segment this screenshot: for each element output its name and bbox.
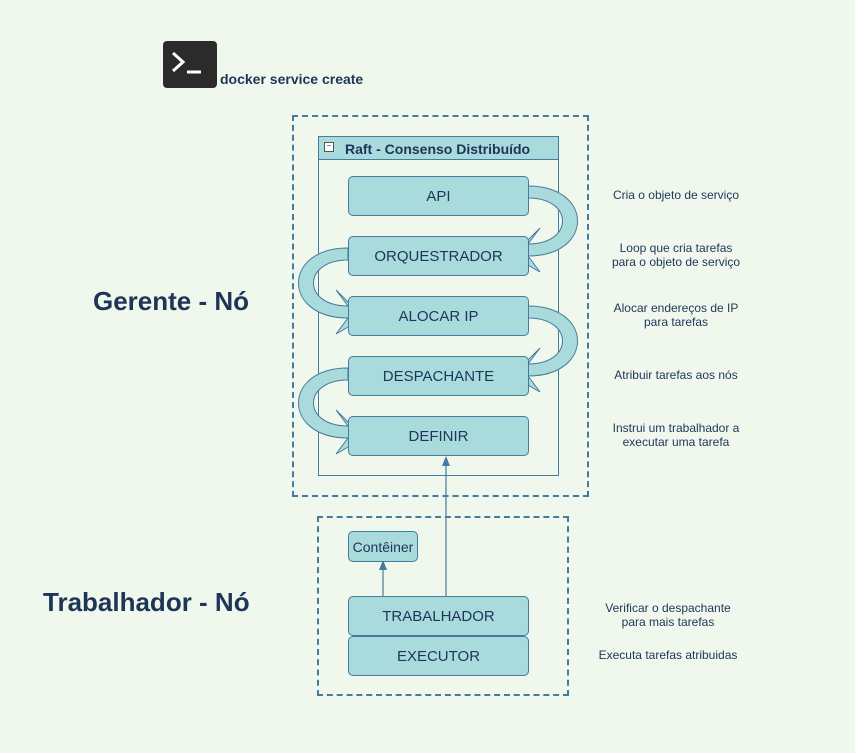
step-trabalhador: TRABALHADOR [348,596,529,636]
note-api: Cria o objeto de serviço [612,188,740,202]
command-label: docker service create [220,71,364,87]
step-executor: EXECUTOR [348,636,529,676]
step-despachante: DESPACHANTE [348,356,529,396]
raft-panel: − Raft - Consenso Distribuído [318,136,559,476]
collapse-icon[interactable]: − [324,142,334,152]
worker-title: Trabalhador - Nó [43,587,250,617]
terminal-icon [163,41,217,88]
step-alocar-ip: ALOCAR IP [348,296,529,336]
container-box: Contêiner [348,531,418,562]
note-despachante: Atribuir tarefas aos nós [614,368,738,382]
worker-node-region [317,516,569,696]
step-definir: DEFINIR [348,416,529,456]
note-alocar-ip: Alocar endereços de IP para tarefas [613,301,739,329]
note-orquestrador: Loop que cria tarefas para o objeto de s… [611,241,741,269]
raft-panel-header: − Raft - Consenso Distribuído [319,137,558,160]
raft-panel-title: Raft - Consenso Distribuído [345,141,531,157]
note-executor: Executa tarefas atribuidas [598,648,738,662]
manager-node-region [292,115,589,497]
step-api: API [348,176,529,216]
note-definir: Instrui um trabalhador a executar uma ta… [612,421,740,449]
manager-title: Gerente - Nó [93,286,250,316]
note-trabalhador: Verificar o despachante para mais tarefa… [605,601,731,629]
step-orquestrador: ORQUESTRADOR [348,236,529,276]
